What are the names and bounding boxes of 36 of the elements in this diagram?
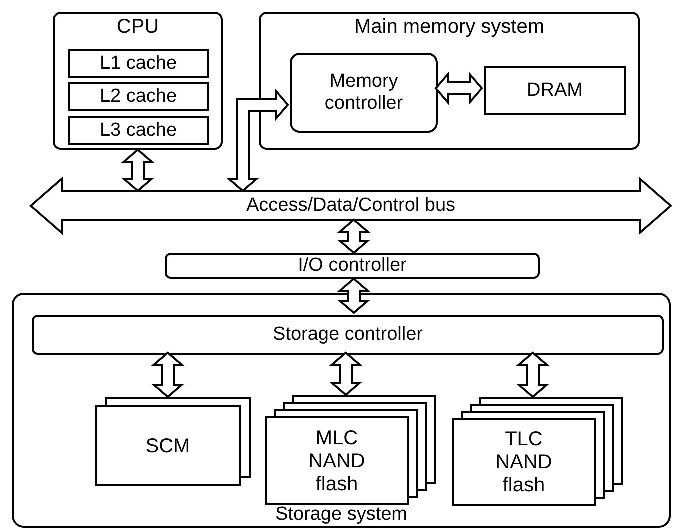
stacked-box — [95, 399, 249, 486]
box-label: DRAM — [526, 80, 584, 102]
container-box — [12, 293, 671, 528]
process-box — [484, 66, 626, 115]
stacked-box — [452, 399, 621, 506]
group-title: Storage system — [274, 504, 408, 526]
process-box — [68, 116, 209, 145]
double-arrow — [121, 148, 155, 192]
box-label: L3 cache — [98, 120, 178, 142]
group-title: CPU — [116, 16, 160, 38]
box-label: L1 cache — [98, 52, 178, 74]
process-box — [68, 82, 209, 111]
box-label: SCM — [144, 435, 192, 458]
box-label: I/O controller — [297, 255, 408, 277]
double-arrow — [151, 352, 185, 398]
process-box — [68, 49, 209, 78]
rounded-box — [165, 253, 540, 279]
bus-label: Access/Data/Control bus — [246, 194, 456, 216]
group-title: Main memory system — [353, 16, 546, 38]
rounded-box — [290, 53, 438, 133]
box-label: L2 cache — [98, 86, 178, 108]
container-box — [53, 12, 223, 150]
double-arrow — [226, 88, 290, 192]
box-label: MLC NAND flash — [308, 427, 366, 496]
bus-band — [30, 178, 672, 234]
container-box — [259, 12, 640, 150]
double-arrow — [337, 218, 371, 254]
double-arrow — [337, 278, 371, 314]
double-arrow — [516, 352, 550, 398]
rounded-box — [32, 315, 664, 355]
box-label: TLC NAND flash — [494, 428, 554, 498]
double-arrow — [329, 352, 363, 396]
box-label: Storage controller — [272, 324, 424, 346]
box-label: Memory controller — [324, 71, 404, 115]
stacked-box — [265, 397, 434, 505]
double-arrow — [434, 72, 484, 106]
